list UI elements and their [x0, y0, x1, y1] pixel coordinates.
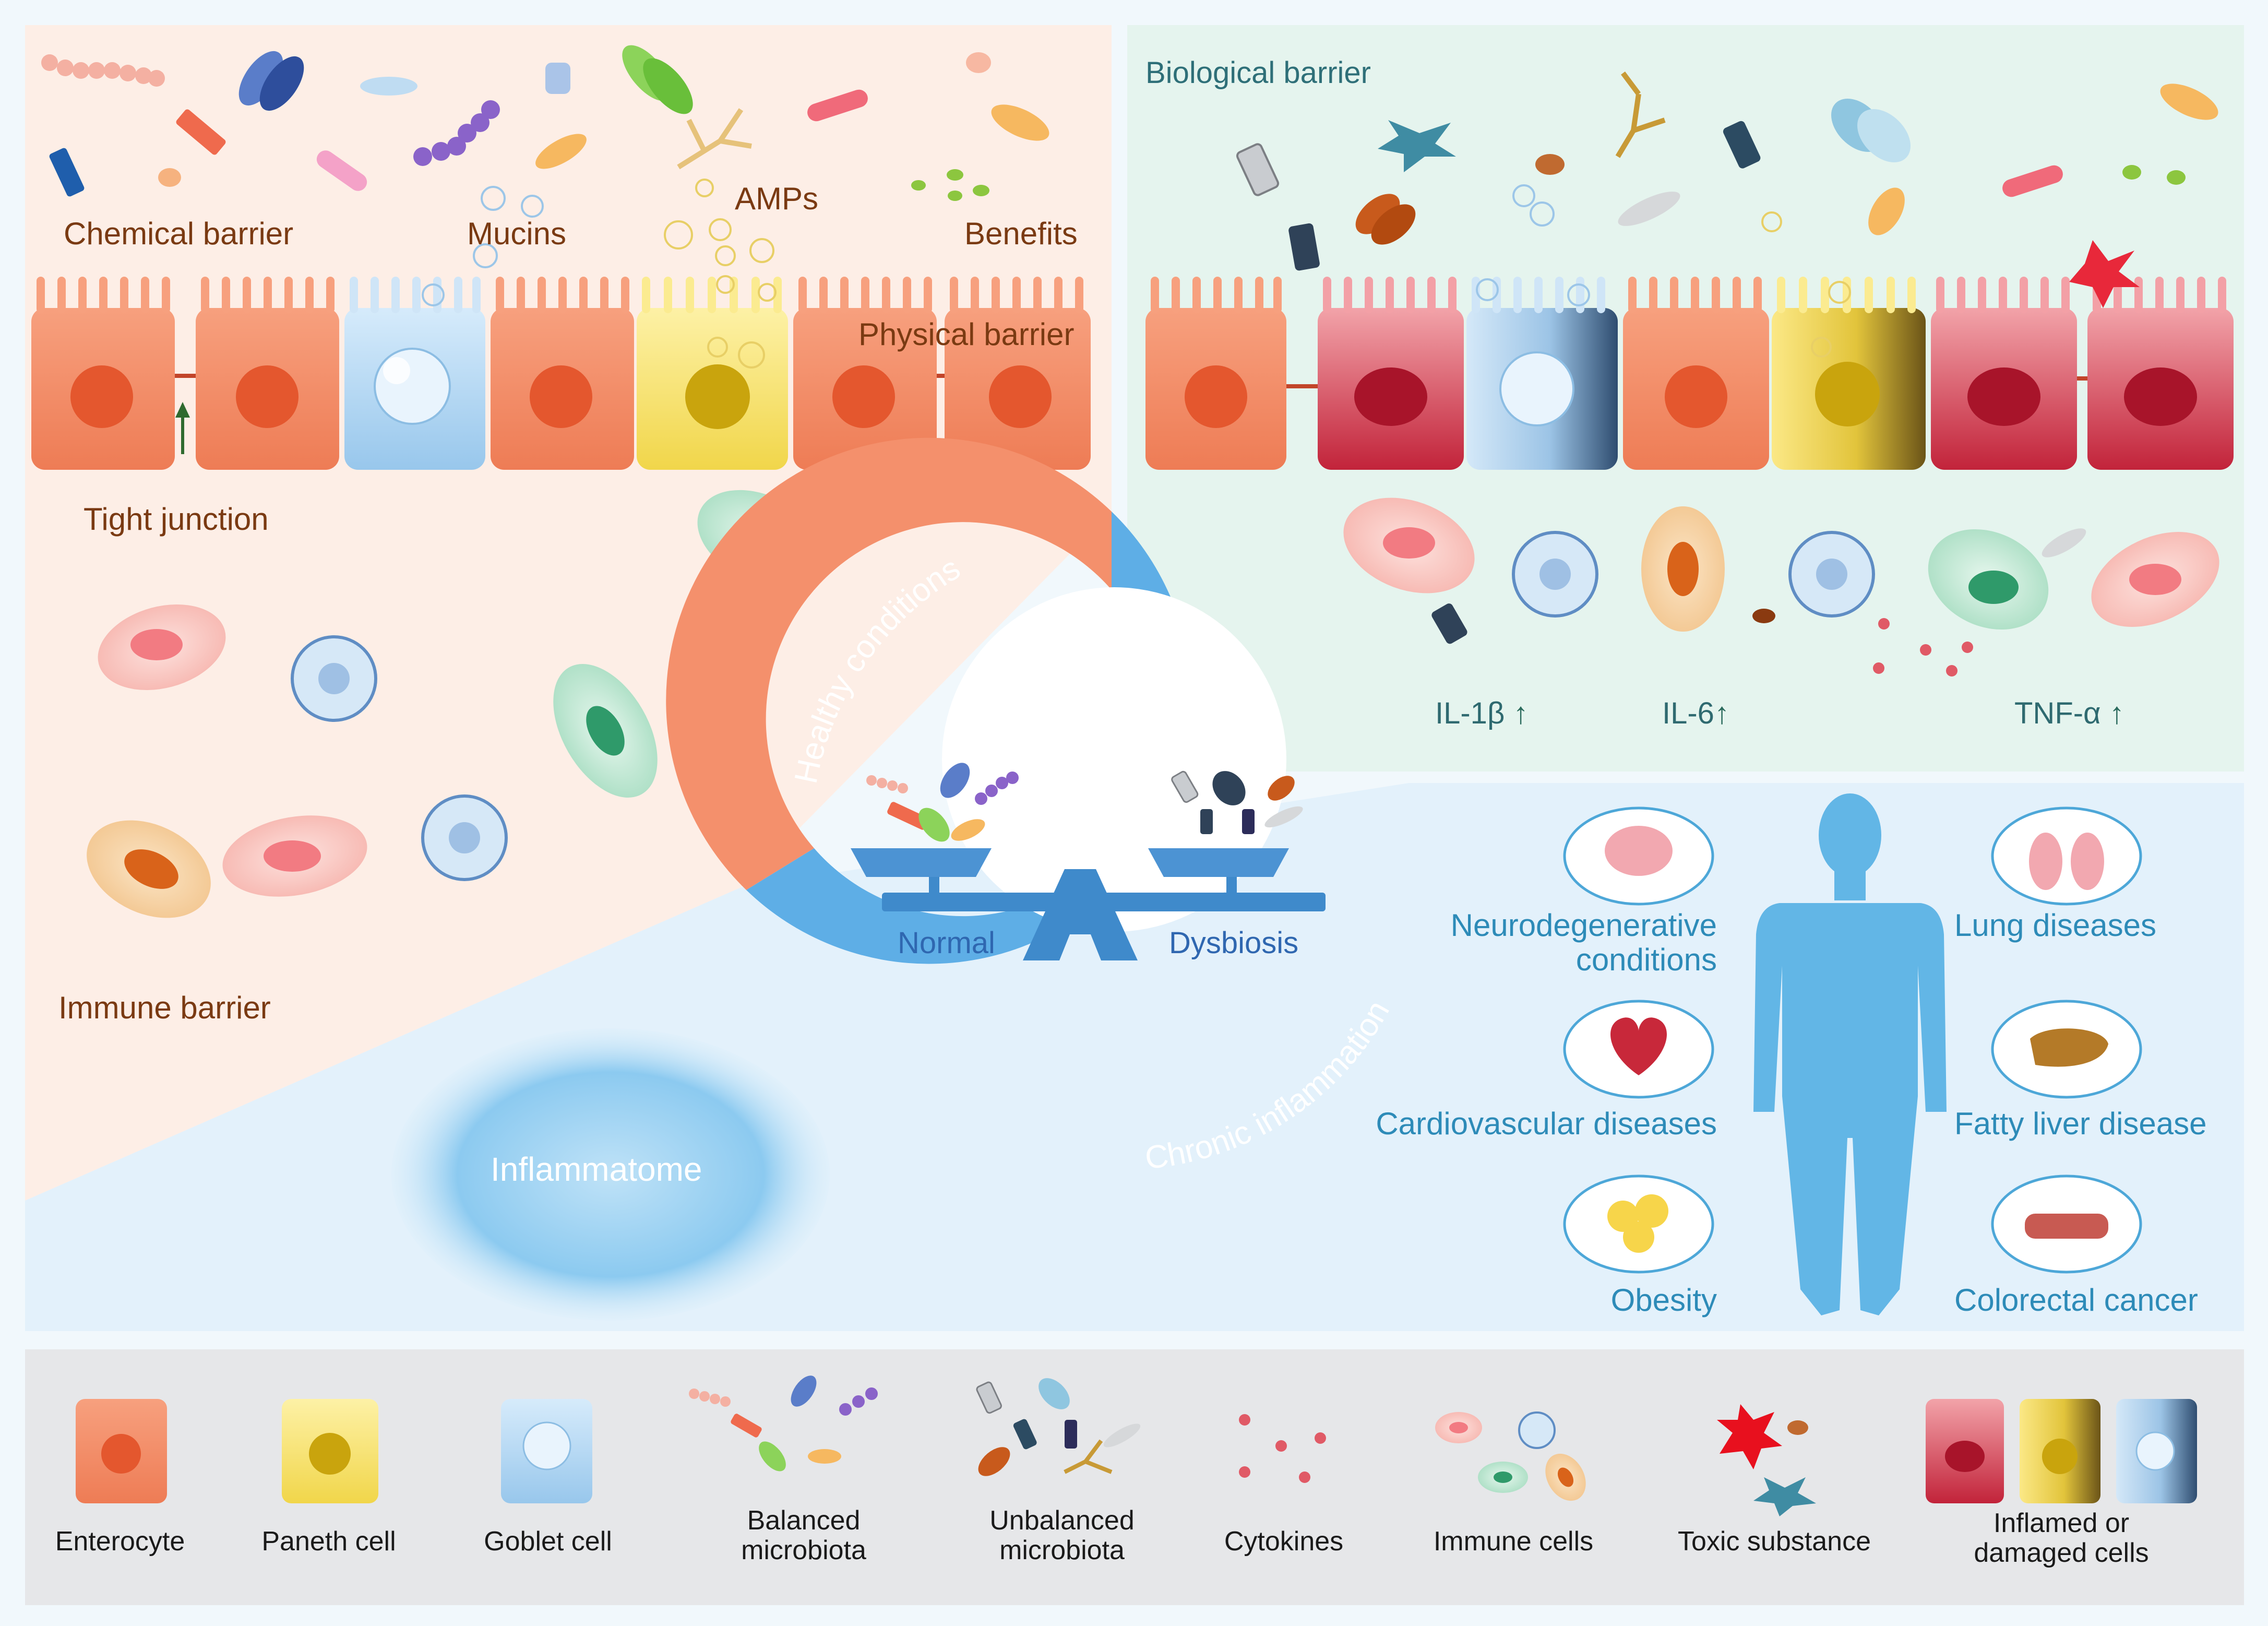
disease-colorectal: Colorectal cancer: [1954, 1283, 2198, 1318]
fat-cells-icon: [1607, 1194, 1668, 1253]
liver-icon: [2030, 1028, 2108, 1067]
left-epithelium: [31, 277, 1091, 470]
lungs-icon: [2029, 833, 2104, 890]
legend-goblet-label: Goblet cell: [484, 1526, 612, 1557]
amps-label: AMPs: [735, 181, 819, 216]
right-immune-cells: [1343, 497, 2219, 644]
legend-unbalanced-microbiota-icon: [976, 1378, 1141, 1476]
legend-paneth-label: Paneth cell: [261, 1526, 396, 1557]
cytokine-tnfa: TNF-α ↑: [2014, 696, 2124, 730]
legend-toxic-substance-icon: [1717, 1404, 1816, 1516]
mucins-label: Mucins: [467, 216, 567, 251]
disease-icons: [1563, 806, 2142, 1274]
legend-immune-cells-icon: [1435, 1411, 1586, 1501]
disease-lung: Lung diseases: [1954, 908, 2156, 943]
cytokine-il6: IL-6↑: [1662, 696, 1729, 730]
legend-inflamed-label: Inflamed or damaged cells: [1974, 1508, 2149, 1569]
enterocyte-cell: [793, 308, 937, 470]
disease-fatty-liver: Fatty liver disease: [1954, 1106, 2207, 1141]
right-epithelium: [1145, 277, 2234, 470]
human-silhouette: [1753, 793, 1947, 1315]
scale-dysbiosis-label: Dysbiosis: [1169, 926, 1299, 960]
legend-immune-cells-label: Immune cells: [1433, 1526, 1594, 1557]
legend-enterocyte-label: Enterocyte: [55, 1526, 185, 1557]
biological-barrier-label: Biological barrier: [1145, 56, 1371, 90]
legend-cytokines-icon: [1239, 1414, 1326, 1483]
inflammatome-cloud: [391, 1028, 830, 1321]
heart-icon: [1610, 1017, 1667, 1075]
paneth-cell: [637, 308, 788, 470]
dysbiosis-microbiota: [1171, 770, 1303, 834]
immune-barrier-label: Immune barrier: [58, 990, 271, 1025]
enterocyte-cell: [196, 308, 339, 470]
normal-microbiota: [866, 763, 1019, 842]
disease-neurodegenerative: Neurodegenerative conditions: [1450, 908, 1717, 977]
goblet-cell: [344, 308, 485, 470]
center-ring: [666, 437, 1286, 964]
mucin-bubbles: [422, 186, 544, 306]
inflammatome-label: Inflammatome: [491, 1150, 702, 1188]
disease-obesity: Obesity: [1610, 1283, 1717, 1318]
balance-scale: [851, 763, 1326, 960]
physical-barrier-label: Physical barrier: [858, 317, 1075, 352]
brain-icon: [1605, 826, 1673, 876]
chemical-barrier-label: Chemical barrier: [64, 216, 294, 251]
tight-junction-label: Tight junction: [83, 502, 269, 537]
cytokine-il1b: IL-1β ↑: [1435, 696, 1529, 730]
legend-cytokines-label: Cytokines: [1224, 1526, 1344, 1557]
legend-balanced-label: Balanced microbiota: [741, 1505, 866, 1566]
colon-icon: [2025, 1214, 2108, 1239]
legend-unbalanced-label: Unbalanced microbiota: [989, 1505, 1135, 1566]
cytokine-dots: [1873, 618, 1973, 676]
balanced-microbiota: [41, 45, 1049, 197]
benefits-label: Benefits: [964, 216, 1078, 251]
disease-cardiovascular: Cardiovascular diseases: [1376, 1106, 1717, 1141]
legend-inflamed-cells-icon: [1926, 1399, 2197, 1503]
scale-normal-label: Normal: [898, 926, 995, 960]
benefit-dots: [911, 169, 989, 201]
unbalanced-microbiota: [1236, 72, 2218, 308]
legend-toxic-label: Toxic substance: [1678, 1526, 1871, 1557]
legend-balanced-microbiota-icon: [689, 1375, 878, 1471]
enterocyte-cell: [945, 308, 1091, 470]
enterocyte-cell: [491, 308, 634, 470]
enterocyte-cell: [31, 308, 175, 470]
legend-panel-bg: [25, 1349, 2244, 1605]
legend-icons: [76, 1375, 2197, 1516]
amp-bubbles: [664, 179, 777, 369]
